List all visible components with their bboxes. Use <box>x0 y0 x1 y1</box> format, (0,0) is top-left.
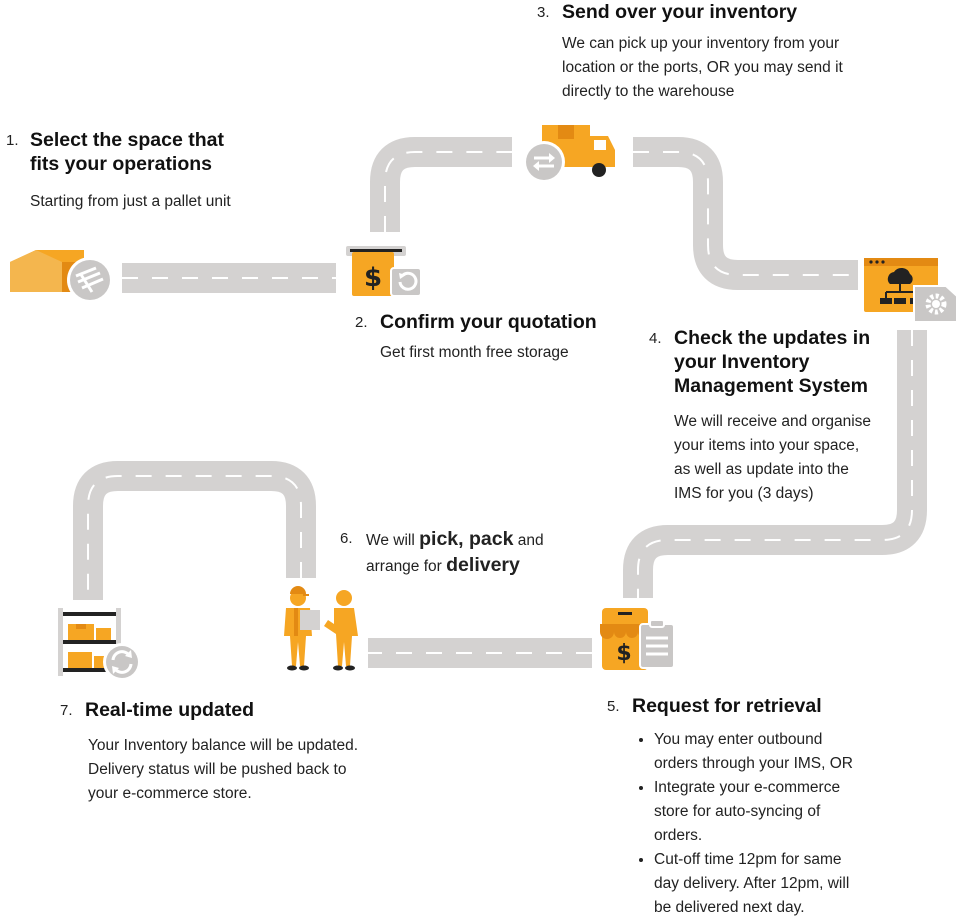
step-6-bold-pick-pack: pick, pack <box>419 528 514 550</box>
step-4: 4. Check the updates in your Inventory M… <box>649 326 871 506</box>
step-2: 2. Confirm your quotation Get first mont… <box>355 310 597 365</box>
workers-handover-icon <box>284 586 358 671</box>
step-1-number: 1. <box>6 132 19 149</box>
step-5-bullet-list: You may enter outbound orders through yo… <box>632 728 853 920</box>
step-2-title: Confirm your quotation <box>380 311 597 333</box>
step-7: 7. Real-time updated Your Inventory bala… <box>60 698 358 806</box>
step-4-title-line: Management System <box>674 375 868 397</box>
svg-text:$: $ <box>616 641 631 666</box>
step-5-bullet: Cut-off time 12pm for same day delivery.… <box>654 848 853 920</box>
cloud-system-icon <box>864 258 958 323</box>
road-segment-2 <box>370 137 512 232</box>
step-6-bold-delivery: delivery <box>446 554 520 576</box>
step-4-desc-line: IMS for you (3 days) <box>674 485 814 502</box>
road-segment-6 <box>73 461 316 600</box>
step-5: 5. Request for retrieval You may enter o… <box>607 694 853 920</box>
step-7-title: Real-time updated <box>85 699 255 721</box>
step-4-desc-line: We will receive and organise <box>674 413 872 430</box>
step-7-desc-line: Your Inventory balance will be updated. <box>88 737 359 754</box>
quotation-dollar-icon: $ <box>346 246 422 297</box>
step-1-title-line2: fits your operations <box>30 153 213 175</box>
step-7-number: 7. <box>60 702 73 719</box>
step-4-title-line: Check the updates in <box>674 327 871 349</box>
step-3-number: 3. <box>537 4 550 21</box>
step-4-title-line: your Inventory <box>674 351 810 373</box>
step-3-desc-line: directly to the warehouse <box>562 83 735 100</box>
step-4-desc-line: your items into your space, <box>674 437 860 454</box>
step-3-desc-line: location or the ports, OR you may send i… <box>562 59 843 76</box>
step-7-desc-line: Delivery status will be pushed back to <box>88 761 347 778</box>
step-3: 3. Send over your inventory We can pick … <box>537 0 843 104</box>
step-6: 6. We will pick, pack and arrange for de… <box>340 527 544 579</box>
step-4-number: 4. <box>649 330 662 347</box>
step-2-description: Get first month free storage <box>380 344 569 361</box>
road-segment-3 <box>633 137 858 290</box>
step-4-desc-line: as well as update into the <box>674 461 849 478</box>
step-1: 1. Select the space that fits your opera… <box>6 128 231 214</box>
step-1-description: Starting from just a pallet unit <box>30 193 231 210</box>
store-clipboard-icon: $ <box>600 608 675 670</box>
step-5-number: 5. <box>607 698 620 715</box>
step-5-title: Request for retrieval <box>632 695 822 717</box>
warehouse-pallet-icon <box>10 250 113 303</box>
step-1-title-line1: Select the space that <box>30 129 224 151</box>
step-6-line-2: arrange for delivery <box>366 554 520 576</box>
step-7-desc-line: your e-commerce store. <box>88 785 252 802</box>
delivery-truck-icon <box>523 125 615 183</box>
step-5-bullet: Integrate your e-commerce store for auto… <box>654 776 853 848</box>
step-6-line-1: We will pick, pack and <box>366 528 544 550</box>
step-3-desc-line: We can pick up your inventory from your <box>562 35 840 52</box>
step-2-number: 2. <box>355 314 368 331</box>
svg-text:$: $ <box>364 263 382 293</box>
step-6-number: 6. <box>340 530 353 547</box>
step-5-bullet: You may enter outbound orders through yo… <box>654 728 853 776</box>
shelf-sync-icon <box>58 608 141 681</box>
step-3-title: Send over your inventory <box>562 1 798 23</box>
